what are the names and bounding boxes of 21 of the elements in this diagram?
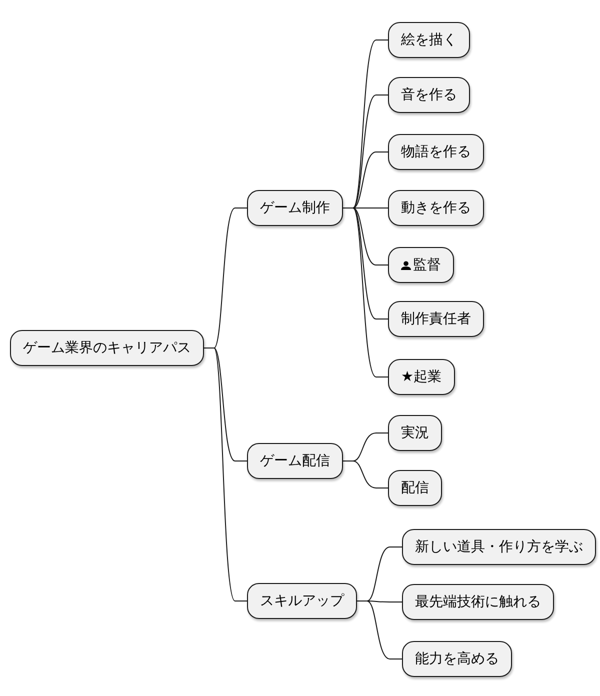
topic-box: 制作責任者 xyxy=(388,301,484,337)
topic-box: スキルアップ xyxy=(247,583,357,619)
topic-box: ゲーム業界のキャリアパス xyxy=(10,330,204,366)
topic-box: 能力を高める xyxy=(402,641,512,677)
topic-box: 新しい道具・作り方を学ぶ xyxy=(402,529,596,565)
topic-box: 配信 xyxy=(388,470,442,506)
topic-box: 動きを作る xyxy=(388,190,484,226)
connector-line xyxy=(342,460,388,488)
connector-line xyxy=(356,600,402,660)
topic-box: ゲーム制作 xyxy=(247,190,343,226)
connector-line xyxy=(204,348,248,602)
topic-box: 最先端技術に触れる xyxy=(402,584,554,620)
topic-box: 物語を作る xyxy=(388,134,484,170)
topic-label: 監督 xyxy=(413,257,441,273)
topic-box: 音を作る xyxy=(388,77,470,113)
topic-box xyxy=(388,247,454,283)
topic-box: 絵を描く xyxy=(388,22,470,58)
topic-box: 実況 xyxy=(388,415,442,451)
connector-line xyxy=(342,208,388,378)
topic-box: ゲーム配信 xyxy=(247,443,343,479)
topic-box: ★起業 xyxy=(388,359,455,395)
